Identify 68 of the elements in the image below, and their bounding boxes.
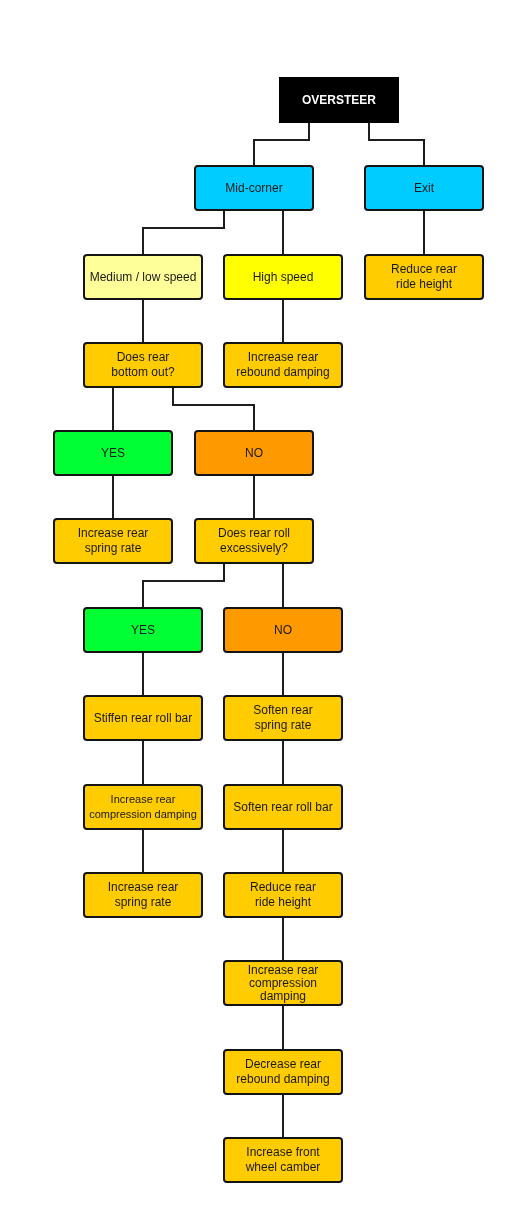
answer-label: YES [101,445,125,461]
category-box [223,254,343,300]
action-text: Soften rear spring rate [252,703,314,733]
action-text: Increase rear spring rate [106,880,180,910]
connector-line [172,387,255,431]
action-text: Increase rear rebound damping [235,350,331,380]
connector-line [142,210,225,255]
connector-line [253,475,255,519]
connector-line [423,210,425,255]
action-text: Reduce rear ride height [248,880,317,910]
connector-line [142,740,144,785]
action-text: Increase rear compression damping [88,792,198,822]
action-box [83,784,203,830]
action-box [223,960,343,1006]
answer-label: NO [274,622,292,638]
connector-line [282,1005,284,1050]
action-text: Stiffen rear roll bar [93,710,193,726]
action-box [223,1137,343,1183]
answer-label: NO [245,445,263,461]
action-text: Increase rear compression damping [246,963,320,1003]
connector-line [282,210,284,255]
yes-answer-box [53,430,173,476]
category-label: Medium / low speed [89,269,197,285]
connector-line [142,563,225,608]
connector-line [112,475,114,519]
category-label: Mid-corner [225,180,283,196]
action-box [83,695,203,741]
action-box [364,254,484,300]
connector-line [253,122,310,166]
action-text: Decrease rear rebound damping [235,1057,331,1087]
category-box [83,254,203,300]
connector-line [282,299,284,343]
connector-line [282,1094,284,1138]
connector-line [282,917,284,961]
category-box [194,165,314,211]
connector-line [112,387,114,431]
connector-line [282,652,284,696]
action-box [223,342,343,388]
connector-line [142,829,144,873]
yes-answer-box [83,607,203,653]
connector-line [282,740,284,785]
connector-line [282,563,284,608]
no-answer-box [223,607,343,653]
connector-line [142,299,144,343]
question-text: Does rear roll excessively? [217,526,291,556]
title-text: OVERSTEER [302,92,376,108]
action-text: Soften rear roll bar [233,799,333,815]
answer-label: YES [131,622,155,638]
action-box [83,872,203,918]
action-box [223,784,343,830]
category-label: Exit [414,180,434,196]
connector-line [368,122,425,166]
action-box [223,1049,343,1095]
action-box [223,872,343,918]
no-answer-box [194,430,314,476]
category-box [364,165,484,211]
connector-line [282,829,284,873]
action-text: Increase front wheel camber [244,1145,322,1175]
question-box [83,342,203,388]
title-box [279,77,399,123]
question-text: Does rear bottom out? [110,350,176,380]
action-text: Increase rear spring rate [76,526,150,556]
action-box [223,695,343,741]
category-label: High speed [252,269,314,285]
connector-line [142,652,144,696]
action-text: Reduce rear ride height [389,262,458,292]
question-box [194,518,314,564]
action-box [53,518,173,564]
